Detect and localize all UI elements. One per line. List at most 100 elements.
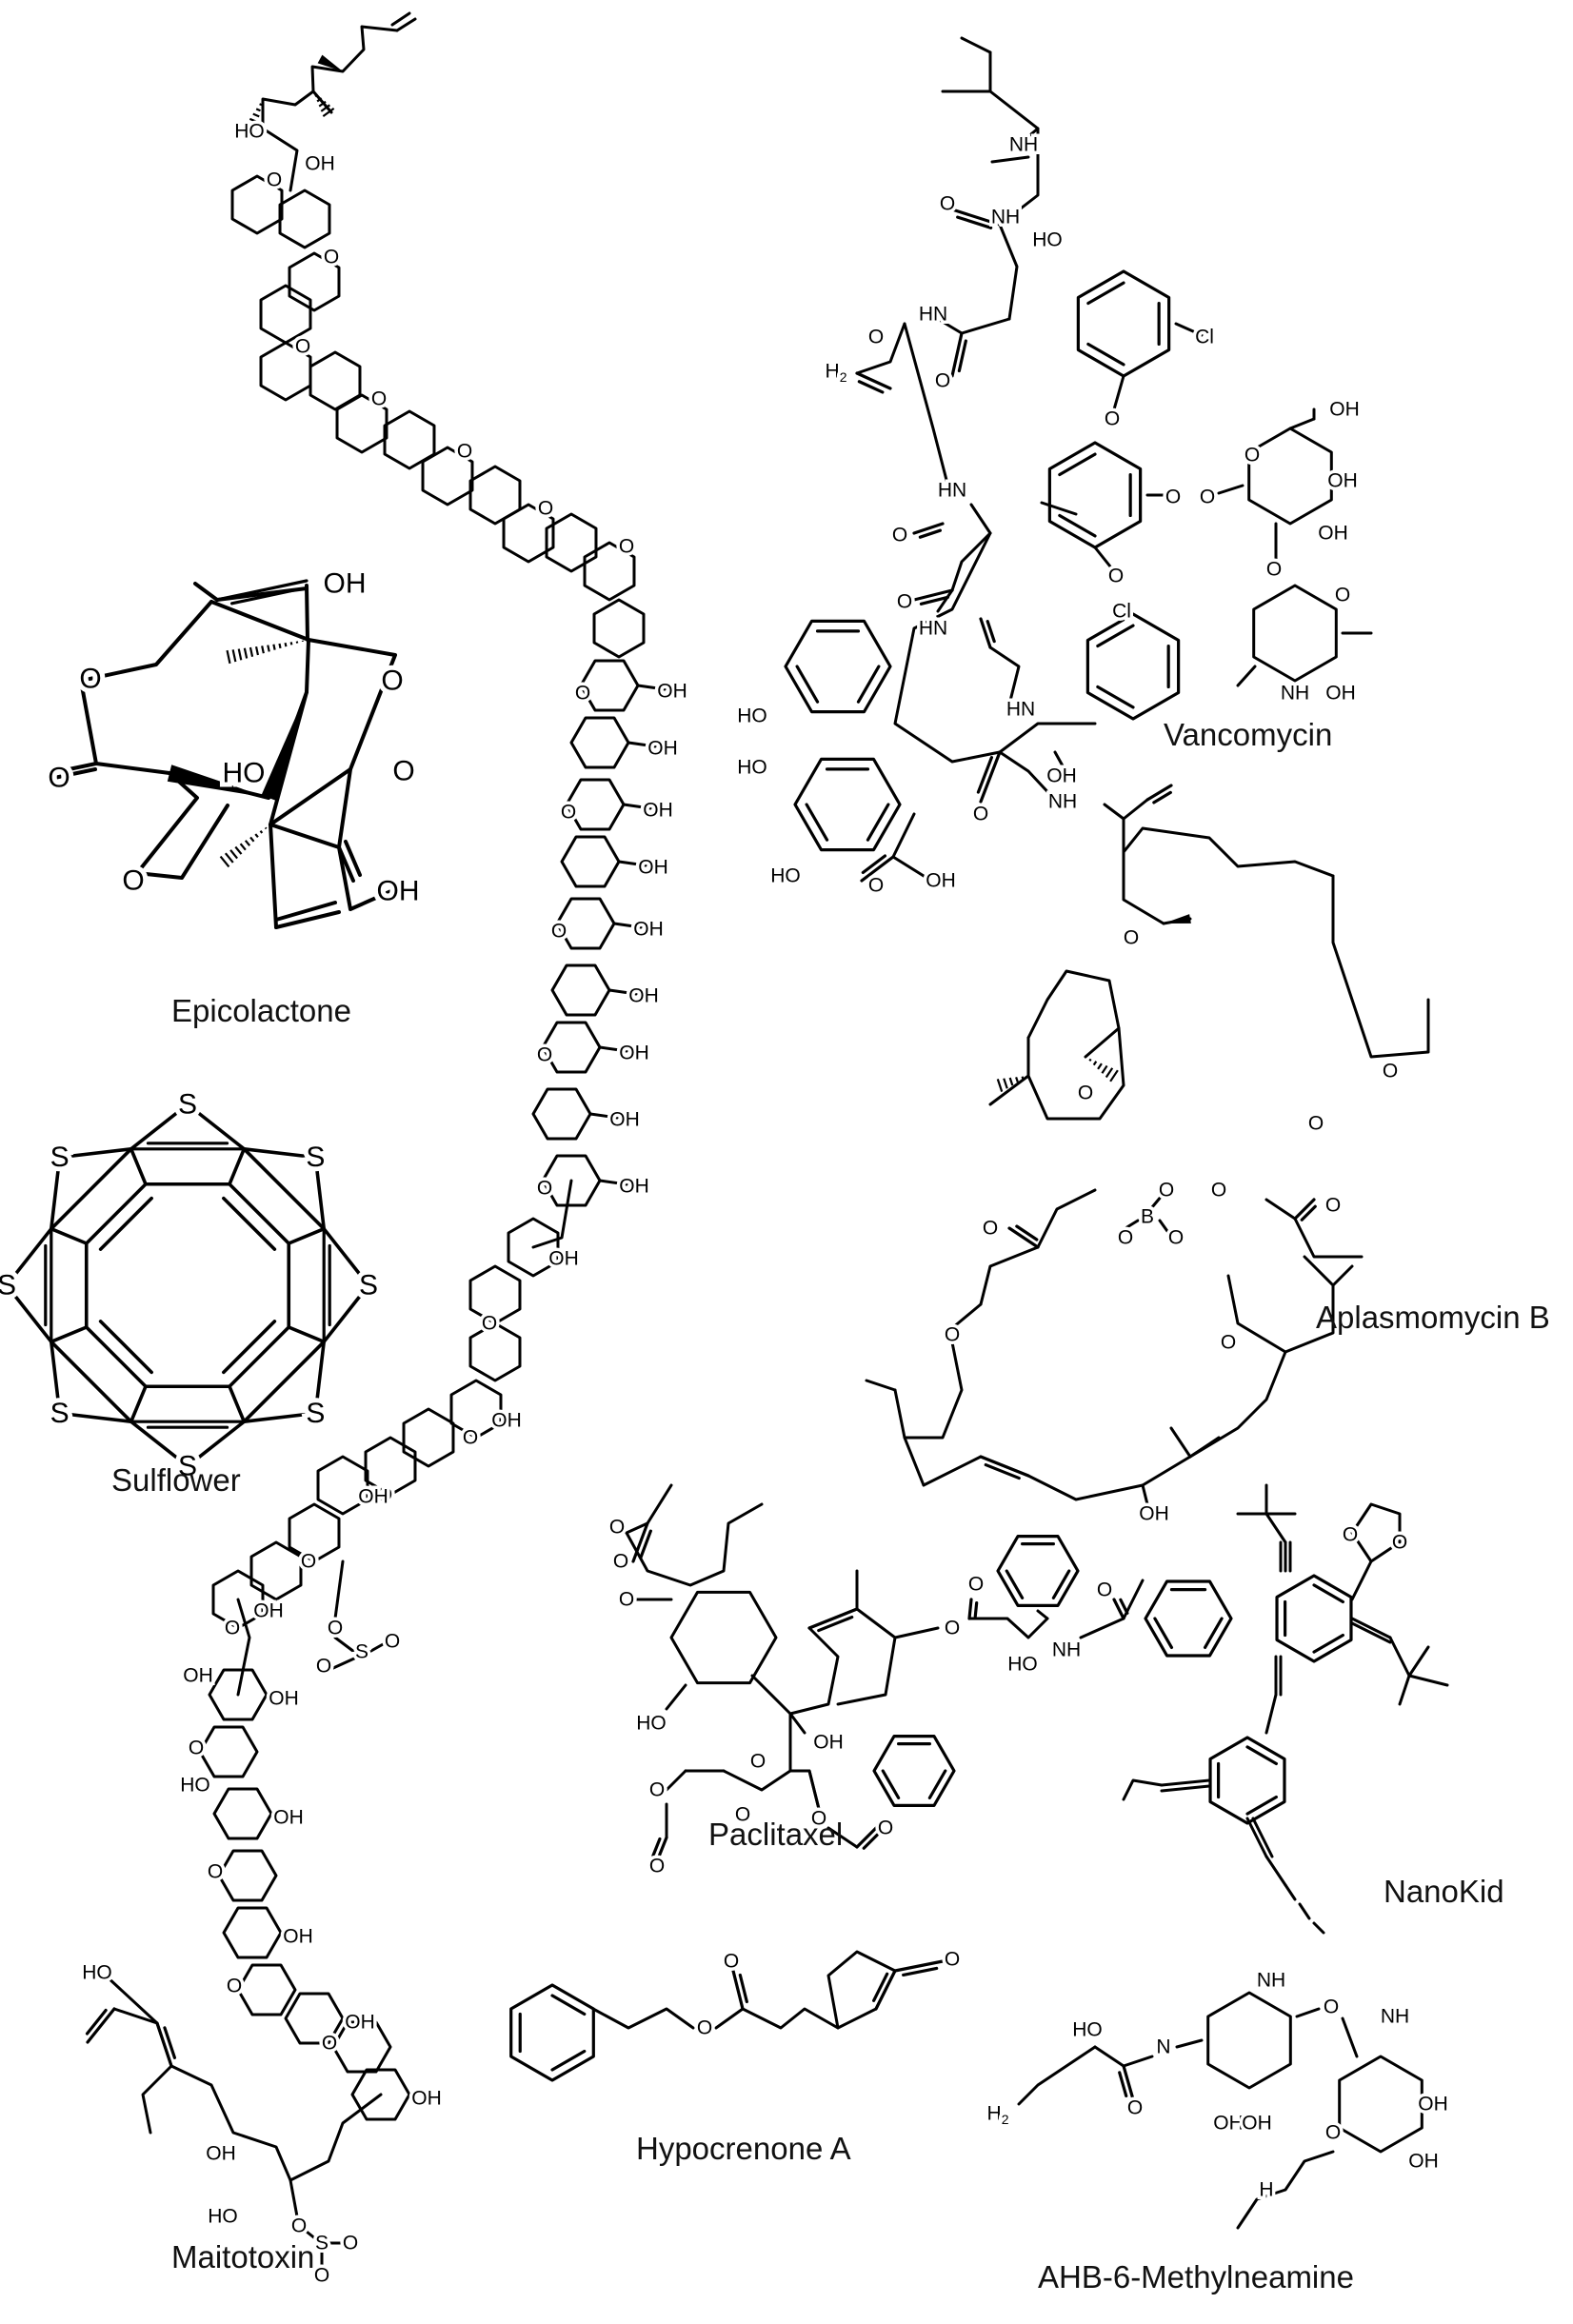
atom-label-o: O <box>1383 1061 1398 1083</box>
atom-label-hn: HN <box>919 618 947 640</box>
hash-bond <box>1003 1078 1008 1089</box>
atom-label-o: O <box>48 763 70 794</box>
bond-chain <box>1122 1778 1164 1801</box>
bond <box>979 750 1002 804</box>
atom-label-s: S <box>359 1270 378 1301</box>
bond <box>665 1683 687 1711</box>
stereo-wedge-layer <box>167 54 1191 1092</box>
bond <box>919 595 950 606</box>
bond-chain <box>531 1087 592 1141</box>
bond <box>313 1155 327 1231</box>
hash-bond <box>237 648 243 661</box>
bond <box>862 1833 879 1850</box>
bond <box>1122 2055 1154 2068</box>
bond <box>788 1712 806 1735</box>
hash-bond <box>234 845 243 855</box>
bond <box>865 1379 897 1392</box>
bond <box>228 1384 247 1424</box>
atom-label-o: O <box>291 2215 307 2237</box>
atom-label-ho: HO <box>180 1775 210 1797</box>
bond <box>1264 1693 1278 1735</box>
bond <box>979 1455 1030 1478</box>
atom-label-oh: OH <box>1325 683 1356 705</box>
atom-label-nh2: NH <box>1381 2006 1409 2028</box>
bond-chain <box>1264 1198 1364 1259</box>
bond <box>322 1226 370 1287</box>
atom-label-nh: NH <box>1052 1639 1081 1661</box>
bond <box>1015 1224 1039 1241</box>
bond-chain <box>1284 1255 1335 1354</box>
bond <box>1051 1569 1071 1599</box>
bond <box>957 339 967 373</box>
hash-bond <box>249 117 259 124</box>
bond <box>1119 1598 1129 1615</box>
atom-label-nh2: NH <box>1257 1970 1285 1992</box>
bond-chain <box>230 174 284 235</box>
atom-label-s: S <box>315 2233 329 2254</box>
bond <box>979 617 992 649</box>
bond <box>1251 1817 1274 1858</box>
atom-label-s: S <box>50 1142 70 1173</box>
bond <box>960 317 1011 335</box>
bond <box>1245 1817 1268 1858</box>
hash-bond <box>259 830 264 834</box>
atom-label-o: O <box>983 1218 998 1240</box>
atom-label-oh: OH <box>269 1688 299 1710</box>
atom-label-hn: HN <box>938 480 966 502</box>
atom-label-o: O <box>940 193 955 215</box>
atom-label-oh: OH <box>638 857 668 879</box>
bond <box>49 1325 89 1344</box>
bond <box>598 1045 628 1053</box>
atom-label-oh: OH <box>253 1600 284 1622</box>
atom-label-s: S <box>306 1398 325 1429</box>
atom-label-o: O <box>561 802 576 824</box>
bond <box>1096 624 1135 648</box>
atom-label-o: O <box>538 498 553 520</box>
bond-chain <box>309 350 362 411</box>
bond <box>976 756 993 794</box>
atom-label-oh: OH <box>206 2143 236 2165</box>
atom-label-s: S <box>178 1089 197 1121</box>
bond-chain <box>259 284 312 345</box>
atom-label-cl: Cl <box>1195 327 1214 348</box>
bond <box>622 803 652 810</box>
bond <box>986 620 996 644</box>
bond <box>1145 784 1173 802</box>
hash-bond <box>244 840 251 846</box>
wedge-bond <box>317 54 343 71</box>
hash-bond <box>316 97 323 103</box>
hash-bond <box>322 107 335 118</box>
atom-label-b: B <box>1141 1206 1154 1228</box>
hash-bond <box>314 93 318 98</box>
bond-chain <box>714 2007 840 2030</box>
bond <box>988 1074 1030 1106</box>
atom-label-o: O <box>724 1951 739 1973</box>
atom-label-o: O <box>1266 559 1282 581</box>
hash-bond <box>249 646 254 657</box>
atom-label-oh: OH <box>1242 2113 1272 2135</box>
bond <box>874 1969 897 2011</box>
bond-chain <box>468 465 522 526</box>
bond-chain <box>541 1021 602 1074</box>
atom-label-o: O <box>1200 487 1215 508</box>
bond <box>1007 1226 1040 1249</box>
atom-label-o: O <box>897 591 912 613</box>
wedge-bond <box>167 765 269 798</box>
bond-chain <box>305 584 309 642</box>
bond-layer <box>5 11 1449 2270</box>
atom-label-o: O <box>1221 1332 1236 1354</box>
bond-chain <box>222 1906 283 1959</box>
atom-label-o: O <box>381 665 403 697</box>
atom-label-oh: OH <box>813 1732 844 1754</box>
hash-bond <box>1097 1063 1103 1070</box>
hash-bond <box>1105 1067 1114 1079</box>
bond-chain <box>507 1217 560 1278</box>
atom-label-oh: OH <box>305 153 335 175</box>
bond <box>893 1626 940 1639</box>
bond <box>1236 665 1257 687</box>
bond <box>627 741 657 748</box>
atom-label-o: O <box>1118 1227 1133 1249</box>
bond-chain <box>509 1983 595 2082</box>
bond <box>1174 322 1204 337</box>
bond <box>1398 1674 1411 1706</box>
